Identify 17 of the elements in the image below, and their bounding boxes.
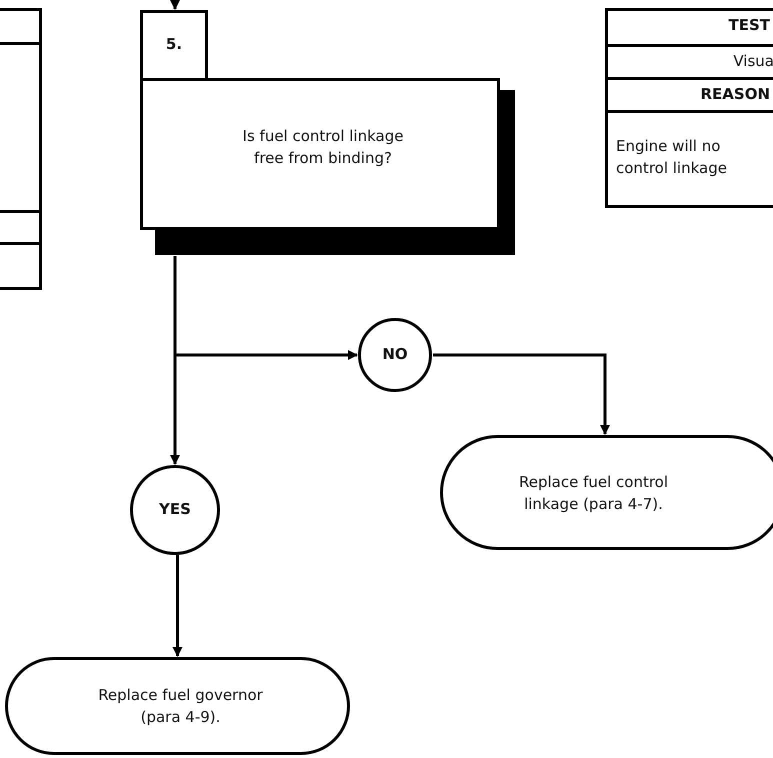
table-box: [0, 8, 42, 290]
arrow: [170, 0, 180, 10]
answer-label: YES: [158, 500, 192, 518]
table-body-text: Engine will no control linkage: [616, 136, 728, 179]
table-cell-text: Visua: [733, 52, 773, 70]
action-text: Replace fuel control linkage (para 4-7).: [518, 472, 670, 514]
table-header: REASON: [700, 85, 770, 103]
action-terminal: [440, 435, 773, 550]
arrow: [172, 555, 182, 657]
arrow: [170, 256, 180, 465]
info-table: [605, 8, 773, 208]
arrow: [433, 354, 610, 435]
answer-label: NO: [381, 345, 409, 363]
step-number: 5.: [164, 35, 184, 53]
question-text: Is fuel control linkage free from binding?: [242, 126, 404, 169]
table-header: TEST: [728, 16, 770, 34]
action-text: Replace fuel governor (para 4-9).: [97, 685, 264, 728]
